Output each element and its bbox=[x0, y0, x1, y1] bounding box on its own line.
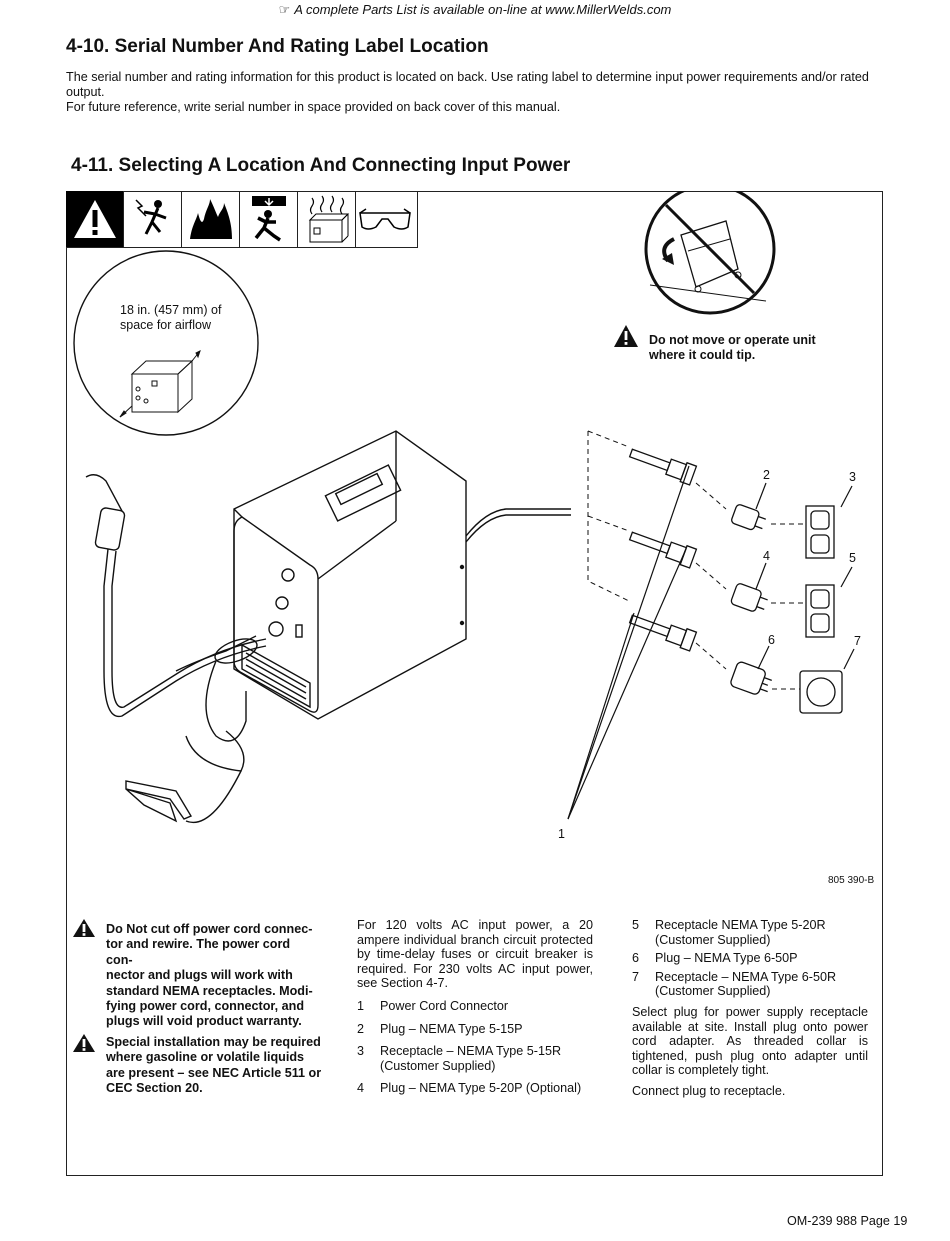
tip-warning-text: Do not move or operate unit where it cou… bbox=[649, 333, 816, 362]
final-instruction: Connect plug to receptacle. bbox=[632, 1083, 786, 1098]
section-4-10-body: The serial number and rating information… bbox=[66, 70, 896, 115]
dashed-leader-lines bbox=[587, 430, 804, 690]
body-line-2: For future reference, write serial numbe… bbox=[66, 100, 561, 114]
fire-hazard-icon bbox=[182, 191, 240, 247]
figure-frame bbox=[66, 191, 883, 1176]
body-line-1: The serial number and rating information… bbox=[66, 70, 869, 99]
callout-2: 2 bbox=[763, 468, 770, 482]
warning-triangle-icon bbox=[66, 191, 124, 247]
receptacles bbox=[799, 505, 843, 714]
no-tip-sign bbox=[644, 191, 776, 315]
falling-object-icon bbox=[240, 191, 298, 247]
callout-3: 3 bbox=[849, 470, 856, 484]
airflow-label: 18 in. (457 mm) of space for airflow bbox=[120, 303, 222, 332]
safety-icon-strip bbox=[66, 191, 418, 248]
welding-torch bbox=[85, 474, 267, 742]
parts-list-note: ☞A complete Parts List is available on-l… bbox=[278, 2, 672, 17]
install-instructions: Select plug for power supply receptacle … bbox=[632, 1004, 868, 1078]
warning-icon bbox=[73, 1034, 95, 1052]
plugs bbox=[730, 504, 772, 695]
callout-1: 1 bbox=[558, 827, 565, 841]
connection-diagram bbox=[73, 191, 855, 823]
power-cord-warning: Do Not cut off power cord connec- tor an… bbox=[106, 922, 313, 1029]
section-4-11-title: 4-11. Selecting A Location And Connectin… bbox=[71, 155, 571, 176]
middle-column: For 120 volts AC input power, a 20 amper… bbox=[357, 918, 593, 1096]
airflow-clearance-circle bbox=[73, 250, 259, 436]
safety-glasses-icon bbox=[356, 191, 414, 247]
pointing-hand-icon: ☞ bbox=[278, 2, 291, 17]
tip-warning-icon bbox=[614, 325, 638, 347]
hot-parts-icon bbox=[298, 191, 356, 247]
welder-unit bbox=[233, 430, 571, 720]
callout-7: 7 bbox=[854, 634, 861, 648]
special-install-warning: Special installation may be required whe… bbox=[106, 1035, 322, 1096]
electric-shock-icon bbox=[124, 191, 182, 247]
callout-6: 6 bbox=[768, 633, 775, 647]
work-clamp bbox=[125, 730, 245, 823]
small-unit-icon bbox=[119, 350, 201, 418]
callout-arrows bbox=[567, 465, 855, 820]
callout-4: 4 bbox=[763, 549, 770, 563]
power-requirements-text: For 120 volts AC input power, a 20 amper… bbox=[357, 918, 593, 991]
callout-5: 5 bbox=[849, 551, 856, 565]
section-4-10-title: 4-10. Serial Number And Rating Label Loc… bbox=[66, 36, 489, 57]
page-number: OM-239 988 Page 19 bbox=[787, 1214, 908, 1228]
figure-number: 805 390-B bbox=[828, 875, 875, 886]
warning-icon bbox=[73, 919, 95, 937]
